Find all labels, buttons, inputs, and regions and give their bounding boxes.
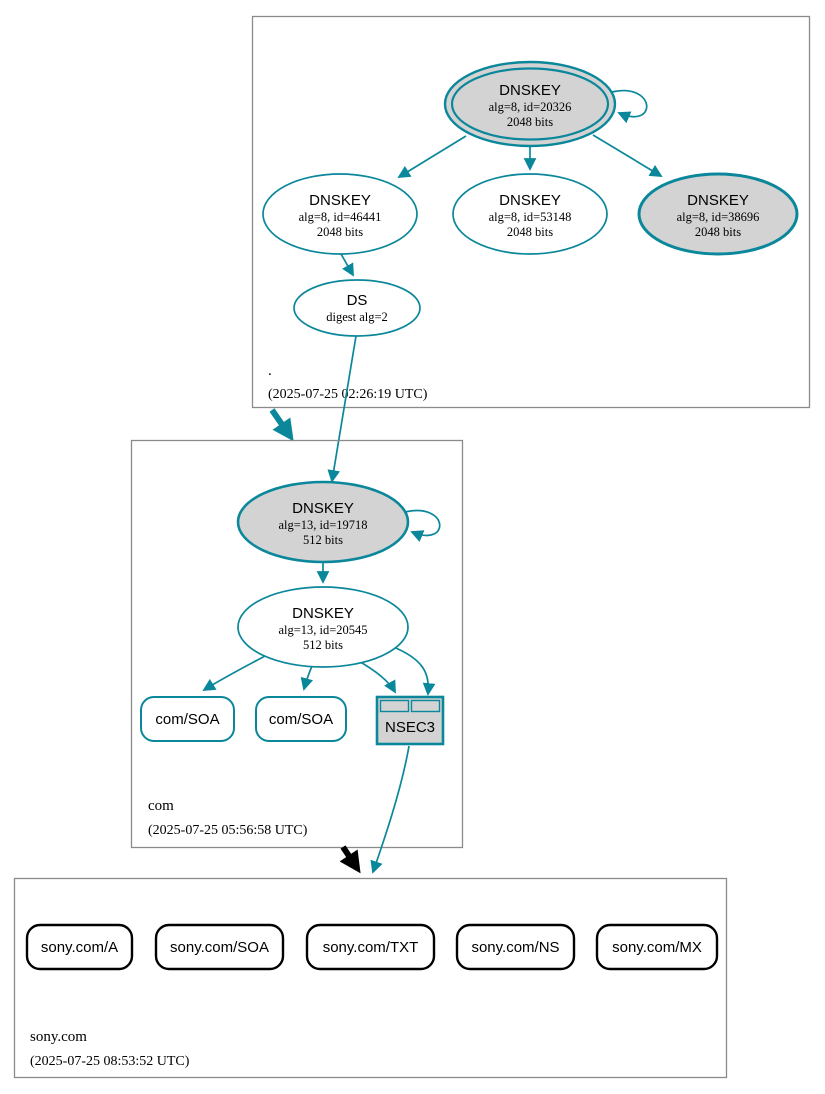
zone-label-com: com xyxy=(148,798,174,814)
zsk-53148-ellipse[interactable] xyxy=(452,173,608,255)
zsk-46441-size: 2048 bits xyxy=(317,225,363,239)
edge-com-zsk-to-soa2 xyxy=(300,665,314,691)
com-zsk-ellipse[interactable] xyxy=(237,586,409,668)
zsk-46441-detail: alg=8, id=46441 xyxy=(299,210,382,224)
zsk-46441-ellipse[interactable] xyxy=(262,173,418,255)
zone-label-root: . xyxy=(268,363,272,379)
edge-ds-to-com-ksk xyxy=(327,335,357,483)
nsec3-label: NSEC3 xyxy=(385,719,435,736)
com-ksk-ellipse[interactable] xyxy=(236,480,410,564)
nsec3-cell-right xyxy=(410,699,441,713)
sony-soa-label: sony.com/SOA xyxy=(170,939,269,956)
node-com-zsk-20545[interactable]: DNSKEY alg=13, id=20545 512 bits xyxy=(237,586,409,668)
node-root-zsk-38696[interactable]: DNSKEY alg=8, id=38696 2048 bits xyxy=(637,172,799,256)
com-ksk-size: 512 bits xyxy=(303,533,343,547)
zsk-38696-detail: alg=8, id=38696 xyxy=(677,210,760,224)
node-root-zsk-53148[interactable]: DNSKEY alg=8, id=53148 2048 bits xyxy=(452,173,608,255)
com-soa-2-label: com/SOA xyxy=(269,711,333,728)
edge-com-ksk-self-loop xyxy=(404,509,441,543)
nsec3-cell-left xyxy=(379,699,410,713)
node-root-zsk-46441[interactable]: DNSKEY alg=8, id=46441 2048 bits xyxy=(262,173,418,255)
zsk-38696-size: 2048 bits xyxy=(695,225,741,239)
node-com-soa-2[interactable]: com/SOA xyxy=(255,696,347,742)
zone-box-sony xyxy=(13,877,728,1079)
node-sony-soa[interactable]: sony.com/SOA xyxy=(154,923,285,971)
zsk-46441-title: DNSKEY xyxy=(309,192,371,209)
com-ksk-title: DNSKEY xyxy=(292,500,354,517)
com-zsk-detail: alg=13, id=20545 xyxy=(278,623,367,637)
edge-root-ksk-to-zsk-38696 xyxy=(592,134,663,177)
ds-detail: digest alg=2 xyxy=(326,310,388,324)
zsk-53148-size: 2048 bits xyxy=(507,225,553,239)
edge-com-zsk-to-nsec3-a xyxy=(354,658,396,694)
zone-timestamp-sony: (2025-07-25 08:53:52 UTC) xyxy=(30,1054,190,1069)
edge-nsec3-to-sony-zone xyxy=(370,745,410,874)
zone-label-sony: sony.com xyxy=(30,1029,87,1045)
edge-delegation-com-to-sony xyxy=(339,845,361,874)
sony-soa-rect[interactable] xyxy=(154,923,285,971)
node-sony-txt[interactable]: sony.com/TXT xyxy=(305,923,436,971)
zone-box-com xyxy=(130,439,464,849)
com-soa-1-rect[interactable] xyxy=(140,696,235,742)
com-ksk-detail: alg=13, id=19718 xyxy=(278,518,367,532)
node-com-ksk-19718[interactable]: DNSKEY alg=13, id=19718 512 bits xyxy=(236,480,410,564)
root-ksk-detail: alg=8, id=20326 xyxy=(489,100,572,114)
com-zsk-size: 512 bits xyxy=(303,638,343,652)
sony-mx-label: sony.com/MX xyxy=(612,939,702,956)
zone-box-root xyxy=(251,15,811,409)
root-ksk-title: DNSKEY xyxy=(499,82,561,99)
node-com-soa-1[interactable]: com/SOA xyxy=(140,696,235,742)
zone-timestamp-root: (2025-07-25 02:26:19 UTC) xyxy=(268,387,428,402)
sony-mx-rect[interactable] xyxy=(595,923,719,971)
sony-ns-label: sony.com/NS xyxy=(471,939,559,956)
node-sony-mx[interactable]: sony.com/MX xyxy=(595,923,719,971)
node-com-nsec3[interactable]: NSEC3 xyxy=(375,695,445,746)
node-sony-ns[interactable]: sony.com/NS xyxy=(455,923,576,971)
sony-txt-rect[interactable] xyxy=(305,923,436,971)
sony-a-rect[interactable] xyxy=(25,923,134,971)
edge-com-zsk-to-nsec3-b xyxy=(390,645,436,696)
node-root-ds[interactable]: DS digest alg=2 xyxy=(293,279,421,337)
root-ksk-size: 2048 bits xyxy=(507,115,553,129)
ds-ellipse[interactable] xyxy=(293,279,421,337)
zone-timestamp-com: (2025-07-25 05:56:58 UTC) xyxy=(148,823,308,838)
edge-root-ksk-self-loop xyxy=(611,89,648,124)
sony-a-label: sony.com/A xyxy=(41,939,118,956)
node-root-ksk-20326[interactable]: DNSKEY alg=8, id=20326 2048 bits xyxy=(443,60,617,148)
com-zsk-title: DNSKEY xyxy=(292,605,354,622)
edge-com-zsk-to-soa1 xyxy=(202,654,268,692)
zsk-38696-ellipse[interactable] xyxy=(637,172,799,256)
zsk-38696-title: DNSKEY xyxy=(687,192,749,209)
edge-root-ksk-to-zsk-46441 xyxy=(397,135,467,178)
ds-title: DS xyxy=(347,292,368,309)
edge-delegation-root-to-com xyxy=(269,408,294,442)
edge-zsk-46441-to-ds xyxy=(340,253,354,277)
zsk-53148-title: DNSKEY xyxy=(499,192,561,209)
node-sony-a[interactable]: sony.com/A xyxy=(25,923,134,971)
root-ksk-inner-ellipse xyxy=(450,67,610,141)
com-soa-2-rect[interactable] xyxy=(255,696,347,742)
com-soa-1-label: com/SOA xyxy=(155,711,219,728)
root-ksk-outer-ellipse[interactable] xyxy=(443,60,617,148)
sony-txt-label: sony.com/TXT xyxy=(323,939,419,956)
zsk-53148-detail: alg=8, id=53148 xyxy=(489,210,572,224)
sony-ns-rect[interactable] xyxy=(455,923,576,971)
